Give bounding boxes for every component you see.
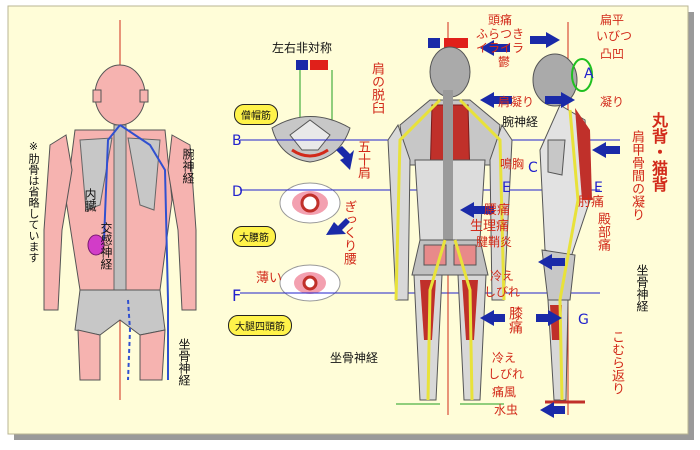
scapula-label: 肩甲骨間の凝り — [629, 130, 644, 221]
frozen-shoulder-label: 五十肩 — [355, 140, 370, 179]
headache-label: 頭痛 — [488, 13, 513, 27]
marker-e-back: E — [502, 180, 511, 196]
sciatic-side-label: 坐骨神経 — [635, 264, 649, 312]
marker-f: F — [232, 286, 242, 305]
numb-label: しびれ — [484, 285, 521, 299]
marker-b: B — [232, 133, 242, 149]
cold-label: 冷え — [490, 269, 515, 283]
quadriceps-pill: 大腿四頭筋 — [228, 315, 292, 336]
irritation-label: イライラ — [476, 41, 525, 55]
cold2-label: 冷え — [492, 351, 517, 365]
rounded-back-label: 丸背・猫背 — [649, 112, 668, 192]
dizziness-label: ふらつき — [476, 27, 525, 41]
sciatic-label-left: 坐骨神経 — [177, 338, 191, 386]
athletes-foot-label: 水虫 — [494, 403, 519, 417]
knee-pain-label: 膝痛 — [507, 306, 523, 334]
left-figure — [43, 20, 197, 400]
side-figure — [532, 22, 593, 415]
back-figure — [387, 22, 513, 415]
gout-label: 痛風 — [492, 385, 517, 399]
sympathetic-label: 交感神経 — [99, 222, 113, 270]
chest-noise-label: 鳴胸 — [500, 157, 525, 171]
arrows — [326, 32, 620, 418]
marker-d: D — [232, 184, 243, 200]
trapezius-pill: 僧帽筋 — [234, 104, 278, 125]
organ-label: 内臓 — [83, 188, 97, 212]
cross-sections — [271, 60, 351, 302]
marker-c: C — [528, 160, 538, 176]
tendon-label: 腱鞘炎 — [476, 235, 513, 249]
stiff-label: 凝り — [600, 95, 625, 109]
lumbago-label: 腰痛 — [484, 203, 511, 218]
arm-nerve-label: 腕神経 — [181, 148, 195, 184]
buttock-label: 殿部痛 — [595, 212, 610, 251]
shoulder-dislocation-label: 肩の脱臼 — [369, 62, 384, 114]
marker-e-side: E — [594, 180, 603, 196]
back-strain-label: ぎっくり腰 — [341, 200, 356, 265]
marker-a: A — [584, 66, 594, 82]
psoas-pill: 大腰筋 — [232, 226, 276, 247]
thin-label: 薄い — [256, 271, 283, 286]
marker-g: G — [578, 312, 589, 328]
bumpy-label: 凸凹 — [600, 47, 625, 61]
calf-label: こむら返り — [609, 330, 624, 395]
depression-label: 鬱 — [498, 55, 511, 69]
numb2-label: しびれ — [488, 367, 525, 381]
ribs-omitted-note: ※肋骨は省略しています — [27, 140, 40, 263]
sciatic-back-label: 坐骨神経 — [330, 351, 379, 365]
elbow-label: 肘痛 — [578, 195, 605, 210]
menstrual-label: 生理痛 — [470, 219, 510, 234]
shoulder-stiff-label: 肩凝り — [498, 95, 535, 109]
distorted-label: いびつ — [596, 29, 633, 43]
arm-nerve-back-label: 腕神経 — [502, 115, 539, 129]
asymmetry-label: 左右非対称 — [272, 41, 333, 55]
flat-label: 扁平 — [600, 13, 625, 27]
